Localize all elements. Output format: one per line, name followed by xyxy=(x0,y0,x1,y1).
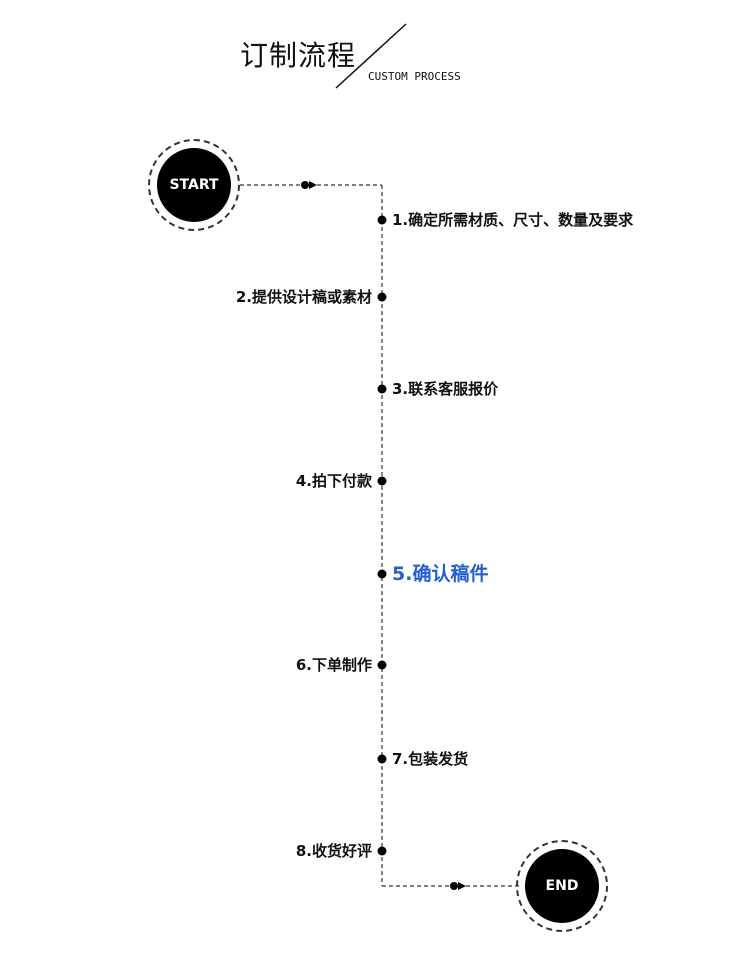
step-2-label: 2.提供设计稿或素材 xyxy=(235,288,372,306)
start-label: START xyxy=(157,148,231,222)
step-5-label: 5.确认稿件 xyxy=(392,563,489,585)
page-subtitle: CUSTOM PROCESS xyxy=(368,70,461,83)
end-label: END xyxy=(525,849,599,923)
step-3-label: 3.联系客服报价 xyxy=(392,380,499,398)
step-dot-4 xyxy=(377,476,387,486)
step-8-label: 8.收货好评 xyxy=(295,842,372,860)
start-connector-dot xyxy=(301,181,309,189)
start-connector-arrow xyxy=(309,181,317,189)
step-dot-2 xyxy=(377,292,387,302)
step-dot-3 xyxy=(377,384,387,394)
step-1-label: 1.确定所需材质、尺寸、数量及要求 xyxy=(392,211,634,229)
start-node: START xyxy=(148,139,240,231)
page-title: 订制流程 xyxy=(240,39,357,72)
end-connector-dot xyxy=(450,882,458,890)
step-4-label: 4.拍下付款 xyxy=(295,472,372,490)
step-dot-8 xyxy=(377,846,387,856)
step-7-label: 7.包装发货 xyxy=(392,750,469,768)
step-6-label: 6.下单制作 xyxy=(295,656,372,674)
step-dot-5 xyxy=(377,569,387,579)
step-dot-6 xyxy=(377,660,387,670)
title-slash-divider xyxy=(335,23,407,89)
step-dot-7 xyxy=(377,754,387,764)
end-node: END xyxy=(516,840,608,932)
step-dot-1 xyxy=(377,215,387,225)
end-connector-arrow xyxy=(458,882,466,890)
